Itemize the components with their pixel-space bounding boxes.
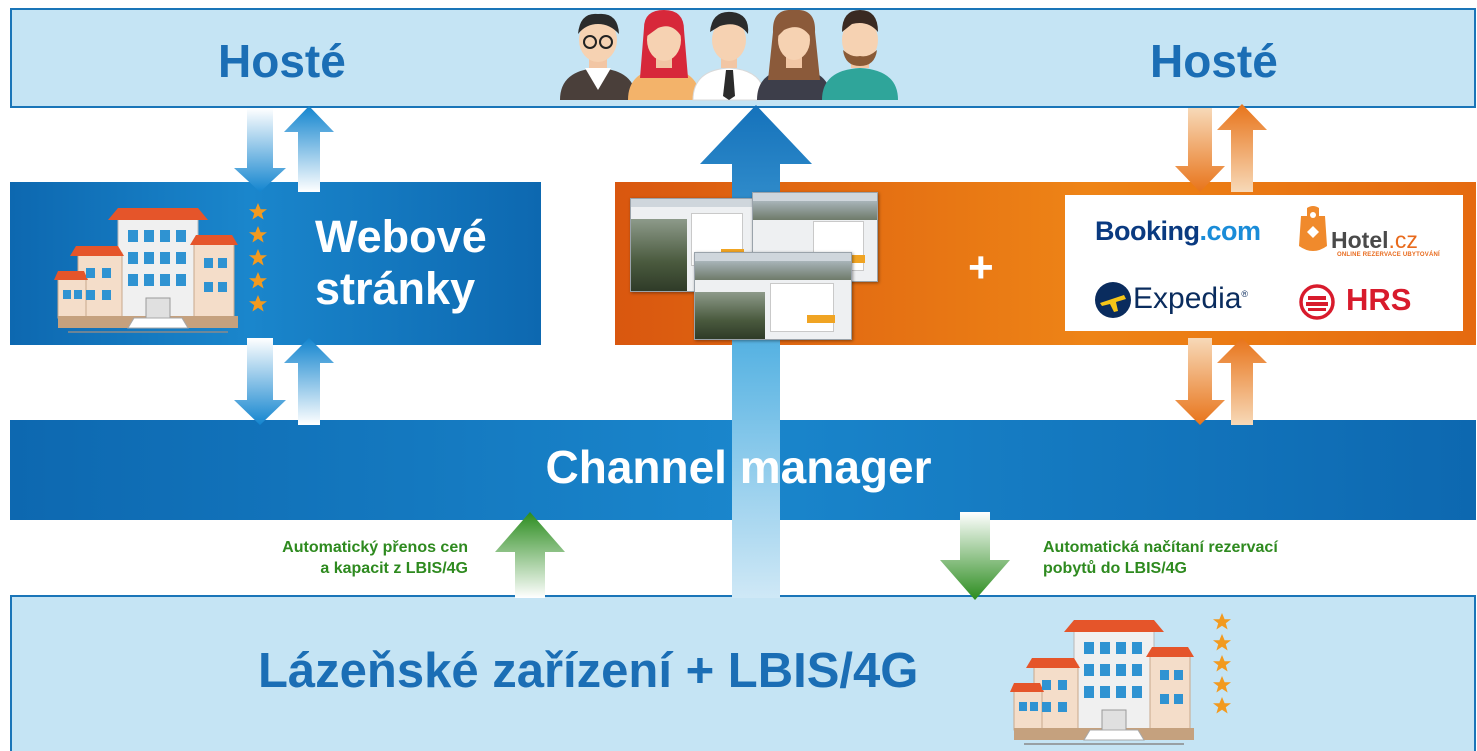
ota-logos-panel — [1065, 195, 1463, 331]
note-line: Automatický přenos cen — [282, 539, 468, 556]
website-label-line1: Webové — [315, 211, 487, 262]
hotel-icon — [1009, 619, 1195, 745]
star-rating-icon — [249, 203, 267, 312]
booking-logo: Booking.com — [1095, 216, 1261, 247]
hrs-logo: HRS — [1346, 282, 1412, 317]
arrow-up-icon — [1217, 104, 1267, 192]
guest-avatar-icon — [692, 11, 766, 101]
hotel-icon — [53, 207, 239, 333]
arrow-up-icon — [1217, 338, 1267, 425]
arrow-down-icon — [234, 108, 286, 192]
price-capacity-transfer-note: Automatický přenos cen a kapacit z LBIS/… — [200, 537, 468, 579]
arrow-up-icon — [284, 106, 334, 192]
arrow-up-icon — [495, 512, 565, 598]
booking-logo-main: Booking — [1095, 216, 1200, 246]
arrow-up-icon — [284, 338, 334, 425]
arrow-up-icon — [700, 105, 812, 598]
expedia-registered-mark: ® — [1241, 289, 1249, 299]
website-label-line2: stránky — [315, 263, 476, 314]
guests-title-left: Hosté — [218, 35, 346, 87]
arrow-down-icon — [234, 338, 286, 425]
hotelcz-logo: Hotel.cz — [1331, 227, 1418, 254]
channel-manager-label: Channel manager — [545, 441, 932, 493]
hotelcz-tagline: ONLINE REZERVACE UBYTOVÁNÍ — [1337, 252, 1440, 258]
guests-title-right: Hosté — [1150, 35, 1278, 87]
hotelcz-logo-suffix: .cz — [1388, 227, 1418, 253]
reservation-import-note: Automatická načítaní rezervací pobytů do… — [1043, 537, 1343, 579]
hotelcz-logo-main: Hotel — [1331, 227, 1389, 253]
guest-avatar-icon — [628, 10, 700, 100]
note-line: Automatická načítaní rezervací — [1043, 539, 1278, 556]
arrow-down-icon — [1175, 108, 1225, 192]
star-rating-icon — [1213, 613, 1231, 714]
guest-avatar-icon — [757, 9, 831, 100]
booking-logo-suffix: .com — [1199, 216, 1262, 246]
arrow-down-icon — [1175, 338, 1225, 425]
expedia-globe-icon — [1095, 282, 1131, 318]
guest-avatar-icon — [822, 10, 898, 100]
expedia-logo: Expedia® — [1133, 282, 1248, 316]
note-line: a kapacit z LBIS/4G — [320, 560, 468, 577]
expedia-logo-text: Expedia — [1133, 282, 1242, 315]
guest-avatar-icon — [560, 13, 636, 100]
booking-engine-screenshot — [694, 252, 852, 340]
spa-facility-label: Lázeňské zařízení + LBIS/4G — [258, 644, 919, 698]
spa-facility-band — [10, 595, 1476, 751]
website-label: Webové stránky — [315, 211, 525, 315]
note-line: pobytů do LBIS/4G — [1043, 560, 1187, 577]
hrs-bed-icon — [1299, 284, 1335, 320]
hotelcz-tag-icon — [1299, 206, 1327, 251]
plus-sign: + — [968, 243, 994, 292]
arrow-down-icon — [940, 512, 1010, 600]
